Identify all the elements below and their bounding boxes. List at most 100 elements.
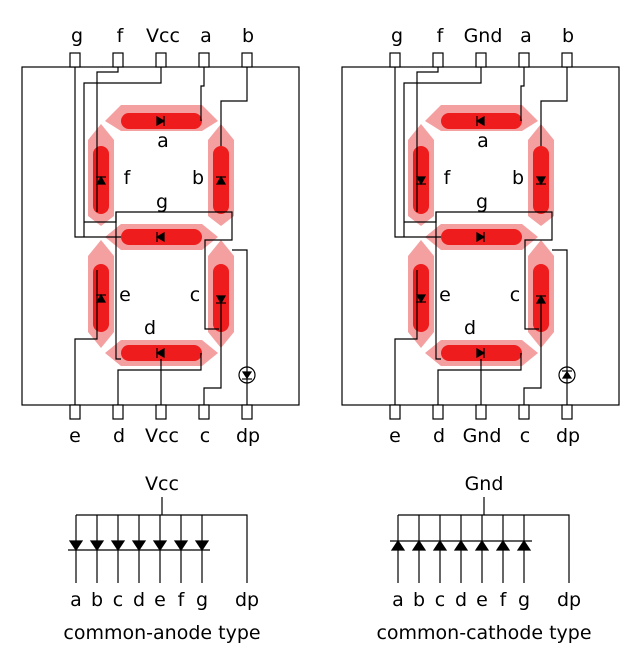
anode-lead-label: b [91,589,103,611]
cathode-segment-label-b: b [512,167,524,189]
cathode-bottom-pin-label: Gnd [463,425,502,447]
cathode-segment-label-f: f [444,167,452,189]
anode-top-pins [69,52,253,68]
diode-icon [194,540,210,552]
anode-lead-label: d [133,589,145,611]
anode-diode-f-icon [95,175,107,185]
cathode-bottom-pins [389,404,573,420]
cathode-segment-label-g: g [476,191,488,213]
cathode-schematic-diodes [390,515,532,583]
cathode-diode-f-icon [415,176,427,186]
cathode-top-pin-label: g [391,25,403,47]
cathode-lead-label: c [435,589,445,611]
diode-icon [110,540,126,552]
anode-dp-diode-icon [241,371,253,380]
diode-icon [89,540,105,552]
diode-icon [474,539,490,551]
cathode-segment-b [528,124,554,226]
anode-wire-e [74,270,98,405]
anode-diode-d-icon [155,347,165,359]
cathode-lead-label: e [476,589,488,611]
diode-icon [516,539,532,551]
cathode-segment-label-c: c [510,284,520,306]
cathode-bottom-pin-label: c [520,425,530,447]
anode-top-pin-label: f [117,25,125,47]
cathode-wire-dp [552,249,568,405]
cathode-wire-d [437,353,522,405]
anode-bottom-pin-label: dp [236,425,260,447]
anode-top-pin-label: b [242,25,254,47]
anode-diode-a-icon [156,115,166,127]
anode-lead-label: c [113,589,123,611]
cathode-bottom-pin-label: d [433,425,445,447]
anode-wire-dp [232,249,248,405]
anode-bottom-pin-label: d [113,425,125,447]
cathode-wire-g [394,67,441,238]
anode-wire-vcc [83,67,162,237]
cathode-segment-label-e: e [439,284,451,306]
cathode-top-pin-label: b [562,25,574,47]
cathode-segment-e [408,240,434,348]
cathode-wire-b [540,67,568,146]
diode-icon [432,539,448,551]
anode-segment-label-a: a [157,130,169,152]
anode-segment-label-e: e [119,284,131,306]
cathode-wire-e [394,270,418,405]
cathode-dp-led [558,366,576,384]
diode-icon [453,539,469,551]
anode-top-pin-label: a [200,25,212,47]
anode-segment-label-b: b [192,167,204,189]
diode-icon [68,540,84,552]
cathode-top-pins [389,52,573,68]
anode-wire-c [203,300,222,405]
cathode-lead-label: g [518,589,530,611]
anode-segment-label-f: f [124,167,132,189]
cathode-common-label: Gnd [465,473,504,495]
cathode-wire-gnd-bus2 [435,212,441,360]
anode-lead-label: a [70,589,82,611]
anode-wire-a [200,67,205,121]
anode-lead-label: f [178,589,186,611]
anode-bottom-pins [69,404,253,420]
cathode-top-pin-label: Gnd [464,25,503,47]
anode-top-pin-label: g [71,25,83,47]
anode-diode-b-icon [215,175,227,185]
cathode-diode-c-icon [535,294,547,304]
cathode-segment-label-a: a [477,130,489,152]
diode-icon [173,540,189,552]
anode-lead-label: dp [235,589,259,611]
diode-icon [390,539,406,551]
anode-top-pin-label: Vcc [146,25,180,47]
anode-segment-label-d: d [144,317,156,339]
cathode-segment-f [408,124,434,226]
diode-icon [131,540,147,552]
cathode-segment-label-d: d [464,317,476,339]
cathode-diode-e-icon [415,294,427,304]
diode-icon [411,539,427,551]
cathode-wire-c [523,300,542,405]
cathode-lead-label: d [455,589,467,611]
cathode-top-pin-label: a [520,25,532,47]
anode-schematic: Vcc a b c d e f g dp common-anode type [63,473,260,644]
cathode-diode-g-icon [476,231,486,243]
cathode-diode-a-icon [475,115,485,127]
anode-segment-f [88,124,114,226]
anode-wire-vcc-bus2 [115,212,121,360]
anode-lead-label: e [154,589,166,611]
anode-wire-b [220,67,248,146]
cathode-wire-f [416,67,439,212]
cathode-bottom-pin-label: dp [556,425,580,447]
cathode-lead-label: f [500,589,508,611]
cathode-lead-label: a [392,589,404,611]
cathode-lead-label: b [413,589,425,611]
anode-dp-led [238,366,256,384]
cathode-caption: common-cathode type [376,622,591,644]
anode-wire-f [96,67,119,212]
anode-segment-label-c: c [190,284,200,306]
cathode-display-panel: g f Gnd a b e d Gnd c dp a f b g e c d [341,25,620,447]
anode-common-label: Vcc [145,473,179,495]
anode-segment-label-g: g [156,191,168,213]
cathode-wire-gnd [403,67,482,237]
cathode-bottom-pin-label: e [389,425,401,447]
anode-schematic-diodes [68,515,210,583]
